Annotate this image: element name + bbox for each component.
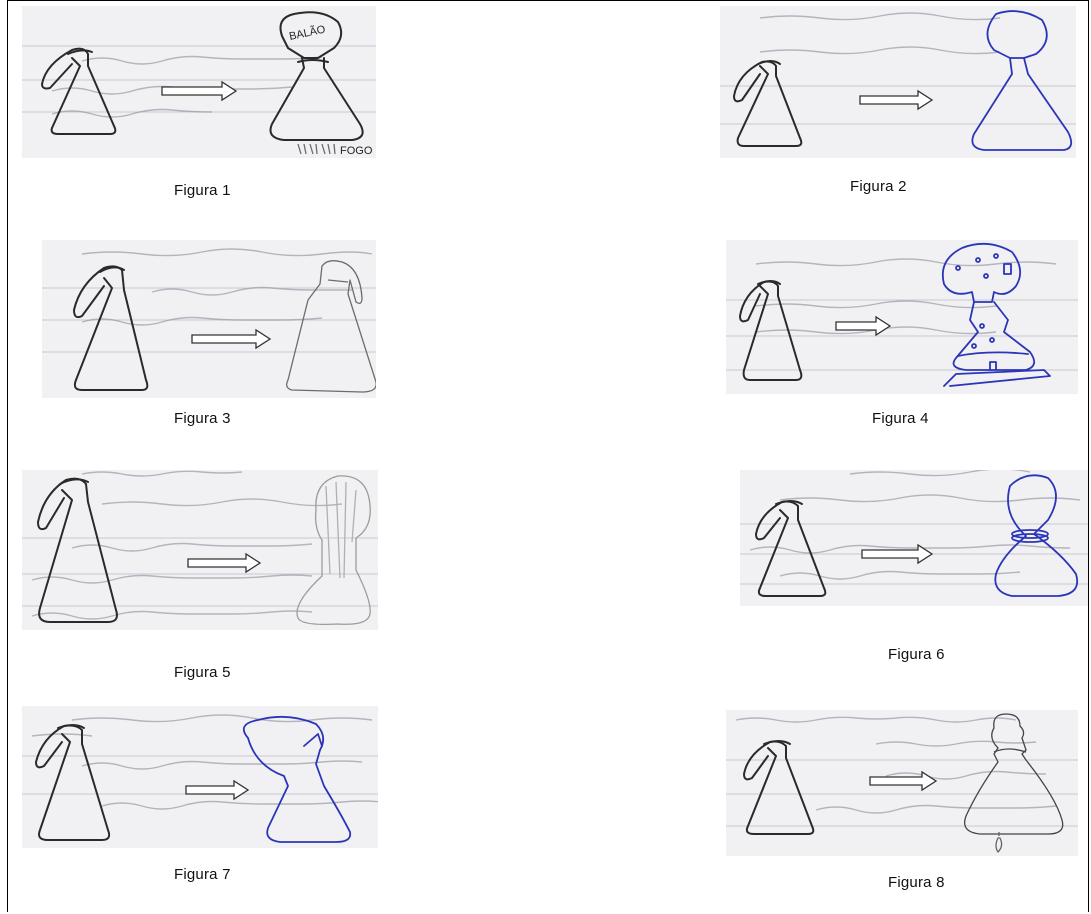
figure-2-svg [720,6,1076,158]
figure-1-drawing: BALÃO FOGO [22,6,376,158]
figure-4-drawing [726,240,1078,394]
figure-7-drawing [22,706,378,848]
figure-2-drawing [720,6,1076,158]
figure-4-svg [726,240,1078,394]
figure-8-drawing [726,710,1078,856]
figure-6-drawing [740,470,1088,606]
figure-3-drawing [42,240,376,398]
figure-8-caption: Figura 8 [888,874,945,891]
figure-3-svg [42,240,376,398]
figure-7-svg [22,706,378,848]
figure-8-svg [726,710,1078,856]
figure-2-caption: Figura 2 [850,178,907,195]
figure-3-caption: Figura 3 [174,410,231,427]
figure-6-svg [740,470,1088,606]
figure-4-caption: Figura 4 [872,410,929,427]
figure-5-caption: Figura 5 [174,664,231,681]
balloon-label: BALÃO [288,22,327,42]
figure-5-drawing [22,470,378,630]
figure-1-svg: BALÃO FOGO [22,6,376,158]
figure-1-caption: Figura 1 [174,182,231,199]
figure-5-svg [22,470,378,630]
figure-6-caption: Figura 6 [888,646,945,663]
figure-7-caption: Figura 7 [174,866,231,883]
fire-label: FOGO [340,145,373,157]
